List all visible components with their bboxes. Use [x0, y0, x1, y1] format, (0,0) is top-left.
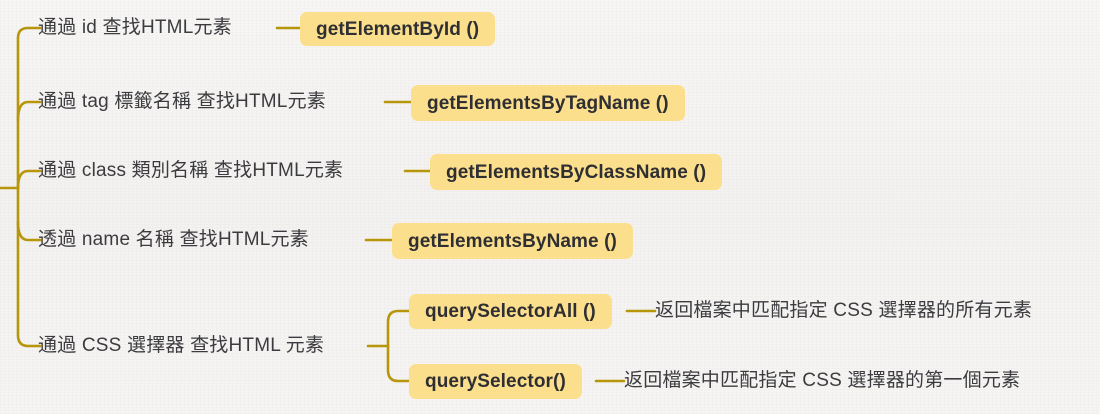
branch-label-by-class: 通過 class 類別名稱 查找HTML元素	[38, 160, 344, 181]
method-pill-get-element-by-id[interactable]: getElementById ()	[300, 12, 496, 46]
method-pill-get-elements-by-name[interactable]: getElementsByName ()	[392, 223, 633, 259]
branch-label-by-id: 通過 id 查找HTML元素	[38, 17, 232, 38]
description-query-selector: 返回檔案中匹配指定 CSS 選擇器的第一個元素	[624, 370, 1021, 391]
css-sub-branch-first	[386, 344, 411, 383]
method-pill-get-elements-by-class-name[interactable]: getElementsByClassName ()	[430, 154, 723, 190]
branch-label-by-css: 通過 CSS 選擇器 查找HTML 元素	[38, 335, 325, 356]
method-pill-query-selector[interactable]: querySelector()	[409, 364, 582, 399]
branch-line-by-class	[16, 169, 42, 190]
branch-line-by-tag	[16, 100, 42, 122]
css-sub-branch-all	[386, 309, 411, 348]
description-query-selector-all: 返回檔案中匹配指定 CSS 選擇器的所有元素	[655, 300, 1033, 321]
branch-line-by-name	[16, 220, 42, 242]
branch-line-by-id	[16, 26, 42, 190]
method-pill-get-elements-by-tag-name[interactable]: getElementsByTagName ()	[411, 85, 685, 121]
branch-line-by-css	[16, 186, 42, 348]
branch-label-by-name: 透過 name 名稱 查找HTML元素	[38, 229, 309, 250]
method-pill-query-selector-all[interactable]: querySelectorAll ()	[409, 294, 612, 329]
branch-label-by-tag: 通過 tag 標籤名稱 查找HTML元素	[38, 91, 326, 112]
